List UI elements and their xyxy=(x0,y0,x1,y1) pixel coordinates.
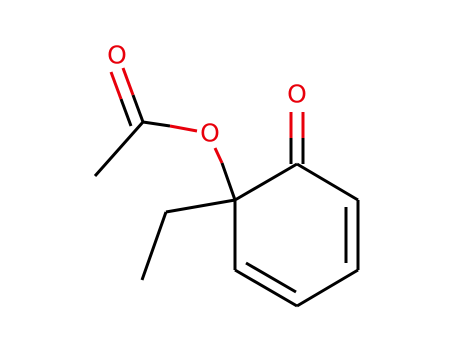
bond-carbonyl-ester-oxygen xyxy=(142,120,198,133)
bond-ring-bottom-right xyxy=(296,268,359,308)
bond-ring-double-right xyxy=(344,200,360,270)
oxygen-label-ketone: O xyxy=(287,80,307,109)
bond-ester-carbonyl-double xyxy=(109,67,145,127)
bond-ring-ethyl-ch2 xyxy=(165,198,236,214)
bond-ring-double-bottom-left xyxy=(234,261,298,308)
oxygen-label-ester-carbonyl: O xyxy=(107,41,127,70)
atom-labels: O O O xyxy=(107,41,307,148)
bond-ethyl-ch2-ch3 xyxy=(140,211,168,281)
bond-methyl-carbonyl xyxy=(93,121,145,177)
bond-ester-oxygen-ring xyxy=(213,147,237,201)
bond-ketone-double xyxy=(289,112,305,164)
bond-ring-ketone-carbon-ch xyxy=(296,162,359,202)
oxygen-label-ester: O xyxy=(200,119,220,148)
bond-ring-quaternary-ketone-carbon xyxy=(234,162,298,202)
bonds xyxy=(93,67,360,308)
